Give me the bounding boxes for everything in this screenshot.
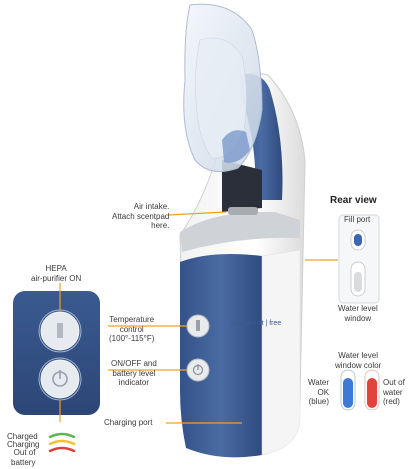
charged-label: Charged [7, 432, 38, 441]
air-intake-label: Air intake. Attach scentpad here. [112, 202, 170, 230]
brand-logo: mypurmist | free [230, 320, 282, 327]
fill-port-cap [354, 234, 362, 246]
water-ok-vial [343, 378, 353, 408]
charging-port-label: Charging port [104, 418, 153, 427]
water-level-window-sample [354, 272, 362, 292]
air-intake-slot [228, 207, 258, 215]
hepa-label: HEPA air-purifier ON [31, 264, 82, 283]
water-vials [340, 369, 380, 411]
battery-indicator-arcs [48, 432, 76, 453]
rear-view-title: Rear view [330, 195, 377, 206]
fill-port-label: Fill port [344, 215, 371, 224]
water-color-title: Water level window color [335, 351, 382, 370]
water-ok-label: Water OK (blue) [308, 378, 330, 406]
onoff-battery-label: ON/OFF and battery level indicator [111, 359, 157, 387]
control-panel-closeup [13, 291, 100, 415]
mask [183, 3, 263, 173]
charging-label: Charging [7, 440, 40, 449]
callout-lines [59, 211, 338, 424]
temperature-control-label: Temperature control (100°-115°F) [109, 315, 155, 343]
water-level-window-label: Water level window [338, 304, 378, 323]
device-body [179, 72, 306, 458]
out-of-water-vial [367, 378, 377, 408]
device-buttons [186, 314, 210, 382]
out-of-battery-label: Out of battery [11, 448, 36, 467]
rear-view-panel [338, 214, 380, 304]
out-of-water-label: Out of water (red) [383, 378, 405, 406]
